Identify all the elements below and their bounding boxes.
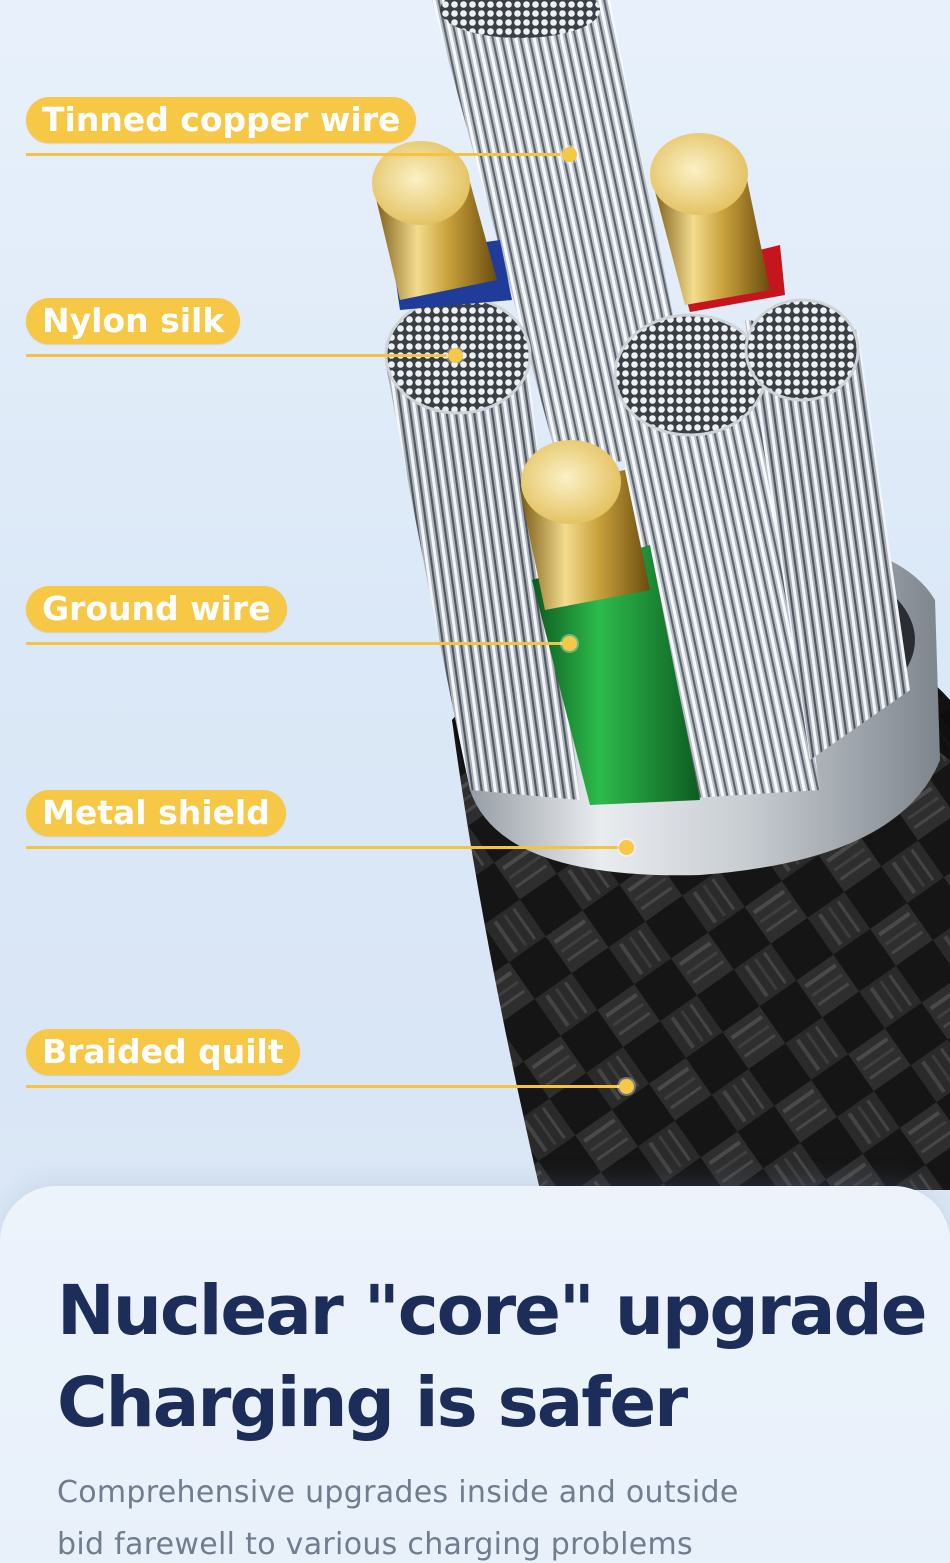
- callout-anchor-dot: [619, 840, 634, 855]
- callout-label: Ground wire: [26, 586, 287, 632]
- callout-leader-line: [26, 642, 570, 645]
- callout-braided-quilt: Braided quilt: [26, 1029, 646, 1094]
- subline-line-2: bid farewell to various charging problem…: [57, 1527, 693, 1562]
- callout-label: Metal shield: [26, 790, 286, 836]
- callout-leader-line: [26, 846, 626, 849]
- callout-anchor-dot: [448, 348, 463, 363]
- callout-label: Tinned copper wire: [26, 97, 417, 143]
- subline-line-1: Comprehensive upgrades inside and outsid…: [57, 1475, 739, 1510]
- callout-anchor-dot: [562, 147, 577, 162]
- callout-anchor-dot: [562, 636, 577, 651]
- callout-leader-line: [26, 354, 456, 357]
- headline-line-2: Charging is safer: [57, 1363, 688, 1443]
- callout-nylon-silk: Nylon silk: [26, 298, 476, 363]
- callout-leader-line: [26, 153, 570, 156]
- callout-metal-shield: Metal shield: [26, 790, 646, 855]
- callout-anchor-dot: [619, 1079, 634, 1094]
- info-card: [0, 1186, 950, 1563]
- callout-tinned-copper-wire: Tinned copper wire: [26, 97, 586, 162]
- callout-leader-line: [26, 1085, 626, 1088]
- callout-label: Nylon silk: [26, 298, 241, 344]
- callout-ground-wire: Ground wire: [26, 586, 586, 651]
- callout-label: Braided quilt: [26, 1029, 300, 1075]
- headline-line-1: Nuclear "core" upgrade: [57, 1271, 928, 1351]
